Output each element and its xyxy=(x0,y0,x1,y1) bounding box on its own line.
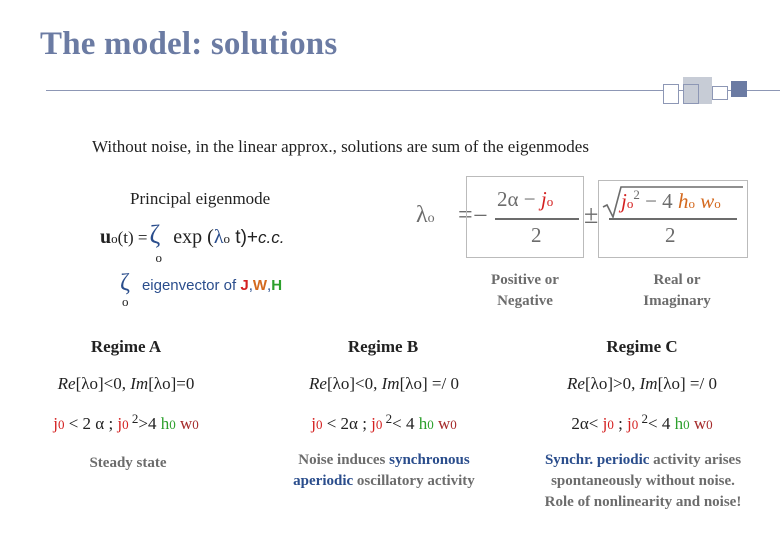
lambda-formula: λo = − 2α − jo 2 ± jo2 − 4 ho wo 2 xyxy=(412,176,752,258)
title-divider xyxy=(46,90,780,91)
regime-a-title: Regime A xyxy=(90,337,162,356)
fraction-box-2: jo2 − 4 ho wo 2 xyxy=(598,180,748,258)
sqrt-sign-icon xyxy=(602,186,743,219)
regime-c-description: Synchr. periodic activity arises spontan… xyxy=(544,452,742,510)
fraction-box-1: − 2α − jo 2 xyxy=(466,176,584,258)
regime-c-title: Regime C xyxy=(606,337,678,356)
principal-eigenmode-label: Principal eigenmode xyxy=(130,189,271,208)
regime-a-condition: Re[λo]<0, Im[λo]=0 xyxy=(57,374,195,393)
intro-text: Without noise, in the linear approx., so… xyxy=(92,137,589,156)
regime-b-description: Noise induces synchronous aperiodic osci… xyxy=(293,452,475,489)
regime-b-inequality: j0 < 2α ; j0 2< 4 h0 w0 xyxy=(311,411,457,433)
regime-c-inequality: 2α< j0 ; j0 2< 4 h0 w0 xyxy=(571,411,713,433)
regime-c-condition: Re[λo]>0, Im[λo] =/ 0 xyxy=(567,374,717,393)
regime-b-title: Regime B xyxy=(347,337,419,356)
regime-b-condition: Re[λo]<0, Im[λo] =/ 0 xyxy=(309,374,459,393)
u-symbol: u xyxy=(100,226,112,248)
regime-a-inequality: j0 < 2 α ; j0 2>4 h0 w0 xyxy=(53,411,199,433)
page-title: The model: solutions xyxy=(40,26,338,62)
regime-a-description: Steady state xyxy=(89,455,167,471)
